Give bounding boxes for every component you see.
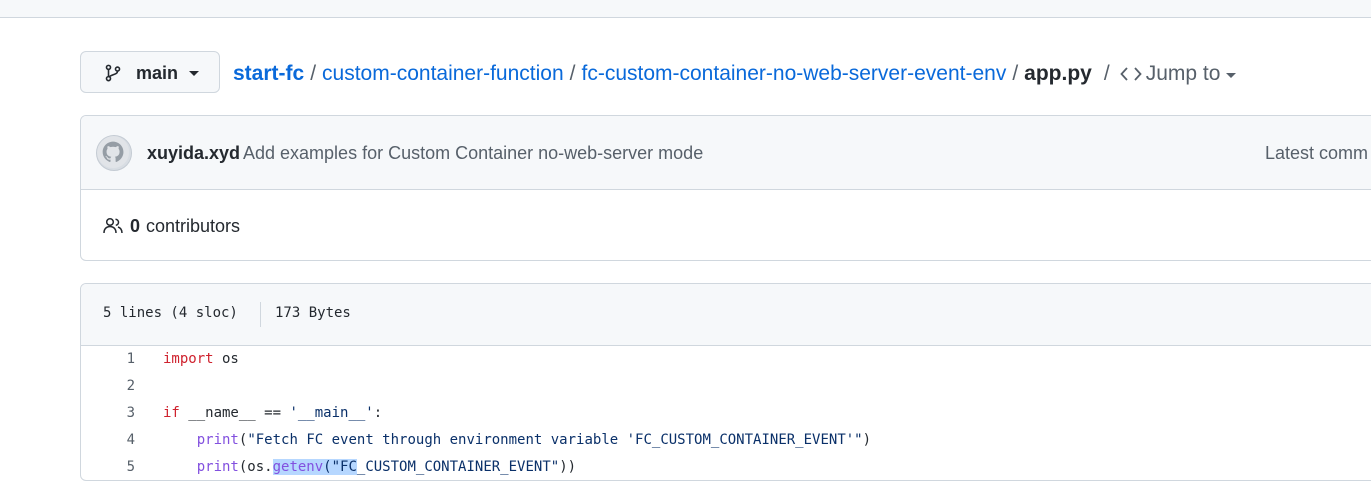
breadcrumb-separator: /: [1103, 62, 1110, 85]
latest-commit-box: xuyida.xyd Add examples for Custom Conta…: [80, 115, 1371, 261]
code-token: _CUSTOM_CONTAINER_EVENT": [356, 459, 560, 475]
code-token: [163, 432, 197, 448]
code-token: :: [373, 405, 383, 421]
line-number[interactable]: 5: [126, 459, 135, 475]
file-info-divider: [260, 302, 261, 327]
breadcrumb-link-custom-container-function[interactable]: custom-container-function: [322, 62, 564, 85]
jump-to-button[interactable]: Jump to: [1119, 61, 1237, 87]
branch-selector-button[interactable]: main: [80, 51, 220, 93]
commit-author-link[interactable]: xuyida.xyd: [147, 143, 241, 163]
people-icon: [103, 217, 123, 234]
code-line: 1 import os: [81, 346, 1371, 373]
breadcrumb-link-fc-custom-container-no-web-server-event-env[interactable]: fc-custom-container-no-web-server-event-…: [581, 62, 1007, 85]
breadcrumb-separator: /: [1012, 62, 1019, 85]
code-token: )): [559, 459, 577, 475]
breadcrumb-separator: /: [310, 62, 317, 85]
code-line: 4 print("Fetch FC event through environm…: [81, 427, 1371, 454]
code-token-selected: ("FC: [323, 459, 357, 475]
line-number[interactable]: 2: [126, 378, 135, 394]
branch-name: main: [136, 63, 179, 83]
chevron-down-icon: [189, 71, 199, 76]
code-token: os: [213, 351, 239, 367]
file-info-header: 5 lines (4 sloc) 173 Bytes: [81, 284, 1371, 346]
file-size: 173 Bytes: [275, 305, 351, 321]
commit-message-link[interactable]: Add examples for Custom Container no-web…: [243, 143, 704, 163]
jump-to-label: Jump to: [1145, 62, 1221, 85]
breadcrumb-separator: /: [569, 62, 576, 85]
avatar[interactable]: [96, 135, 132, 171]
code-line-content: print("Fetch FC event through environmen…: [163, 427, 871, 454]
latest-commit-label: Latest comm: [1265, 143, 1369, 163]
code-line-content: import os: [163, 346, 239, 373]
code-token: import: [163, 351, 214, 367]
line-number[interactable]: 1: [126, 351, 135, 367]
file-line-count: 5 lines (4 sloc): [103, 305, 238, 321]
code-line-content: if __name__ == '__main__':: [163, 400, 382, 427]
code-icon: [1119, 67, 1142, 81]
code-line: 2: [81, 373, 1371, 400]
top-strip: [0, 0, 1371, 18]
contributors-count: 0: [130, 216, 141, 236]
code-line: 3 if __name__ == '__main__':: [81, 400, 1371, 427]
code-token: __name__ ==: [179, 405, 290, 421]
contributors-row[interactable]: 0 contributors: [81, 190, 1371, 260]
code-line: 5 print(os.getenv("FC_CUSTOM_CONTAINER_E…: [81, 454, 1371, 480]
code-token: (: [238, 432, 248, 448]
code-token: if: [163, 405, 180, 421]
code-token: print: [196, 432, 239, 448]
code-token: "Fetch FC event through environment vari…: [247, 432, 863, 448]
git-branch-icon: [105, 64, 121, 82]
code-token: ): [862, 432, 872, 448]
code-token: (os.: [238, 459, 273, 475]
github-avatar-icon: [97, 136, 130, 169]
contributors-label: contributors: [146, 216, 241, 236]
line-number[interactable]: 4: [126, 432, 135, 448]
code-token: '__main__': [289, 405, 374, 421]
file-viewer: 5 lines (4 sloc) 173 Bytes 1 import os 2…: [80, 283, 1371, 481]
code-token: [163, 459, 197, 475]
code-token-selected: getenv: [272, 459, 324, 475]
breadcrumb-link-start-fc[interactable]: start-fc: [233, 62, 305, 85]
code-token: print: [196, 459, 239, 475]
chevron-down-icon: [1226, 73, 1237, 78]
breadcrumb: start-fc / custom-container-function / f…: [233, 61, 1237, 87]
commit-header: xuyida.xyd Add examples for Custom Conta…: [81, 116, 1371, 190]
line-number[interactable]: 3: [126, 405, 135, 421]
breadcrumb-current-file: app.py: [1024, 62, 1092, 85]
code-line-content: print(os.getenv("FC_CUSTOM_CONTAINER_EVE…: [163, 454, 577, 480]
